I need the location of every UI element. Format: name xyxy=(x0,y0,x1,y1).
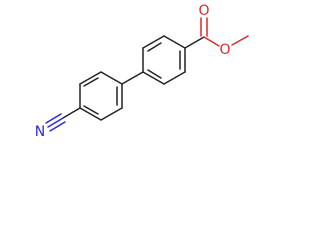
ring2-bond-5 xyxy=(163,71,186,85)
ring-to-nitrile-carbon-bond xyxy=(62,107,81,119)
ring1-double-bond-3 xyxy=(83,77,99,87)
chemical-structure-diagram: N O O xyxy=(35,3,249,140)
lower-benzene-ring xyxy=(79,71,123,121)
ring1-double-bond-2 xyxy=(83,105,99,115)
upper-benzene-ring xyxy=(142,35,186,85)
nitrile-triple-bond-2 xyxy=(45,113,62,124)
carbonyl-to-ester-oxygen-bond xyxy=(203,36,220,47)
nitrile-nitrogen-label: N xyxy=(35,124,45,140)
biaryl-bond xyxy=(121,71,144,85)
ring2-bond-3 xyxy=(163,35,186,49)
ester-oxygen-to-methyl-bond xyxy=(231,35,249,46)
ring2-bond-2 xyxy=(142,35,165,49)
ring2-double-bond-1 xyxy=(147,42,162,52)
carbonyl-oxygen-label: O xyxy=(198,3,209,19)
nitrile-group: N xyxy=(35,107,81,140)
ester-oxygen-label: O xyxy=(219,42,230,58)
ring1-bond-3 xyxy=(79,107,102,121)
ring1-bond-5 xyxy=(79,71,102,85)
ring2-double-bond-3 xyxy=(147,69,162,79)
nitrile-triple-bond-3 xyxy=(49,121,66,132)
nitrile-triple-bond-1 xyxy=(47,117,64,128)
ring2-bond-6 xyxy=(142,71,165,85)
ring1-bond-2 xyxy=(100,107,123,121)
methyl-ester-group: O O xyxy=(184,3,249,58)
ring1-bond-6 xyxy=(100,71,123,85)
ring-to-carbonyl-bond xyxy=(184,36,205,49)
